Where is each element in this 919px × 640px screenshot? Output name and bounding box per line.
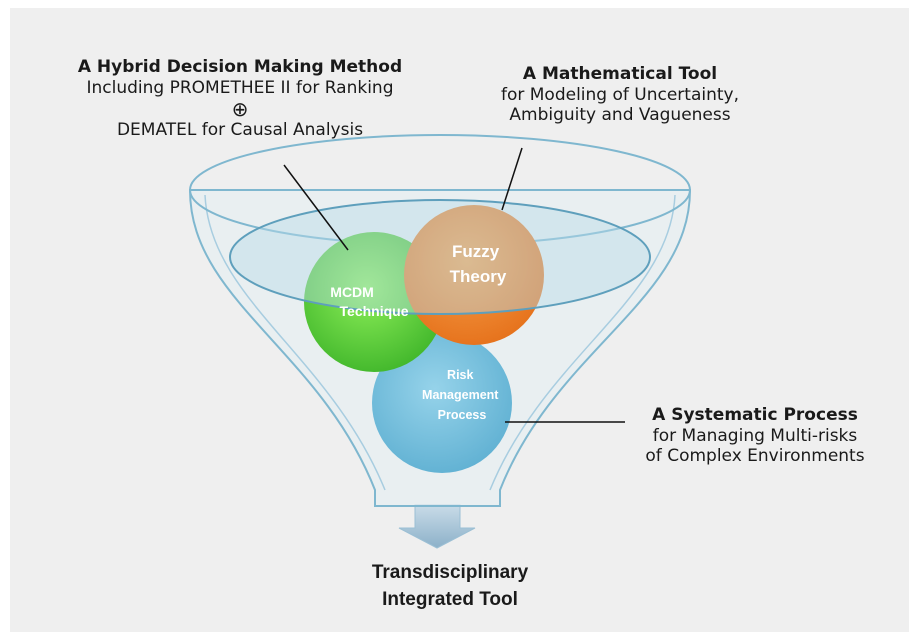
risk-circle-label: Risk Management Process	[422, 368, 502, 422]
math-subtitle-2: Ambiguity and Vagueness	[509, 105, 731, 126]
mcdm-leader-line	[283, 164, 349, 251]
fuzzy-circle-label: Fuzzy Theory	[450, 242, 507, 286]
output-label: Transdisciplinary Integrated Tool	[320, 560, 580, 613]
mcdm-description: A Hybrid Decision Making Method Includin…	[40, 57, 440, 141]
risk-management-circle	[372, 333, 512, 473]
math-description: A Mathematical Tool for Modeling of Unce…	[490, 64, 750, 126]
output-line-2: Integrated Tool	[382, 588, 518, 610]
mcdm-subtitle-1: Including PROMETHEE II for Ranking	[86, 77, 394, 98]
process-title: A Systematic Process	[652, 405, 858, 425]
fuzzy-theory-circle	[404, 205, 544, 345]
math-subtitle-1: for Modeling of Uncertainty,	[500, 84, 740, 105]
funnel-inner-surface	[229, 199, 651, 315]
math-leader-line	[501, 147, 523, 211]
mcdm-title: A Hybrid Decision Making Method	[77, 57, 403, 77]
oplus-icon: ⊕	[231, 97, 249, 122]
output-line-1: Transdisciplinary	[371, 562, 529, 583]
process-description: A Systematic Process for Managing Multi-…	[605, 405, 905, 467]
process-subtitle-1: for Managing Multi-risks	[652, 425, 858, 446]
mcdm-subtitle-2: DEMATEL for Causal Analysis	[116, 120, 364, 141]
process-subtitle-2: of Complex Environments	[645, 446, 865, 467]
output-arrow	[398, 504, 476, 549]
mcdm-circle-label: MCDM Technique	[330, 284, 408, 319]
math-title: A Mathematical Tool	[522, 64, 718, 84]
funnel-inner-wall	[204, 194, 676, 491]
